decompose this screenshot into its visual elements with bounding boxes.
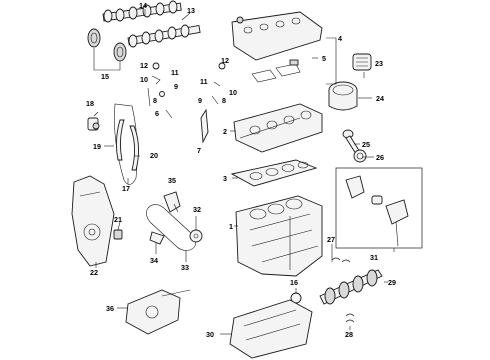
timing-cover: [71, 175, 115, 267]
callout-12-left: 12: [140, 61, 148, 70]
inset-box-31: [335, 167, 423, 249]
callout-21: 21: [114, 215, 122, 224]
callout-14: 14: [139, 1, 147, 10]
callout-30: 30: [206, 330, 214, 339]
connecting-rod: [342, 129, 367, 163]
callout-23: 23: [375, 59, 383, 68]
seal-21: [113, 229, 123, 240]
crankshaft: [319, 269, 383, 305]
callout-26: 26: [376, 153, 384, 162]
timing-chain: [114, 103, 139, 185]
callout-6: 6: [155, 109, 159, 118]
callout-4: 4: [338, 34, 342, 43]
tensioner: [87, 117, 100, 131]
callout-27: 27: [327, 235, 335, 244]
valvetrain-left: [147, 62, 173, 119]
callout-10: 10: [229, 88, 237, 97]
callout-15: 15: [101, 72, 109, 81]
leader-lines: [93, 9, 395, 335]
callout-33: 33: [181, 263, 189, 272]
valve-cover-gaskets: [251, 59, 301, 83]
callout-7: 7: [197, 146, 201, 155]
callout-19: 19: [93, 142, 101, 151]
callout-22: 22: [90, 268, 98, 277]
callout-18: 18: [86, 99, 94, 108]
callout-31: 31: [370, 253, 378, 262]
cylinder-head: [233, 103, 323, 153]
callout-17: 17: [122, 184, 130, 193]
valve-cover: [231, 11, 323, 61]
callout-3: 3: [223, 174, 227, 183]
valvetrain-right: [200, 62, 226, 144]
callout-8: 8: [222, 96, 226, 105]
callout-8-left: 8: [153, 96, 157, 105]
callout-11: 11: [200, 77, 208, 86]
callout-1: 1: [229, 222, 233, 231]
callout-9: 9: [198, 96, 202, 105]
piston: [328, 81, 358, 111]
callouts: 14 13 15 12 11 10 9 8 6 12 11 10 9 8 7 4…: [86, 1, 396, 339]
callout-24: 24: [376, 94, 384, 103]
callout-2: 2: [223, 127, 227, 136]
callout-20: 20: [150, 151, 158, 160]
oil-pump: [125, 289, 191, 335]
oil-pump-chain: [146, 191, 203, 251]
callout-9-left: 9: [174, 82, 178, 91]
callout-12: 12: [221, 56, 229, 65]
cam-phaser-gears: [87, 28, 127, 62]
callout-32: 32: [193, 205, 201, 214]
oil-filler-cap: [352, 53, 372, 71]
exhaust-camshaft: [127, 24, 201, 48]
callout-28: 28: [345, 330, 353, 339]
main-bearings: [331, 257, 355, 323]
callout-25: 25: [362, 140, 370, 149]
callout-16: 16: [290, 278, 298, 287]
callout-34: 34: [150, 256, 158, 265]
callout-11-left: 11: [171, 68, 179, 77]
engine-block: [235, 195, 323, 277]
callout-35: 35: [168, 176, 176, 185]
oil-pan: [229, 299, 313, 359]
head-gasket: [230, 159, 318, 187]
callout-29: 29: [388, 278, 396, 287]
callout-13: 13: [187, 6, 195, 15]
callout-5: 5: [322, 54, 326, 63]
callout-10-left: 10: [140, 75, 148, 84]
callout-36: 36: [106, 304, 114, 313]
